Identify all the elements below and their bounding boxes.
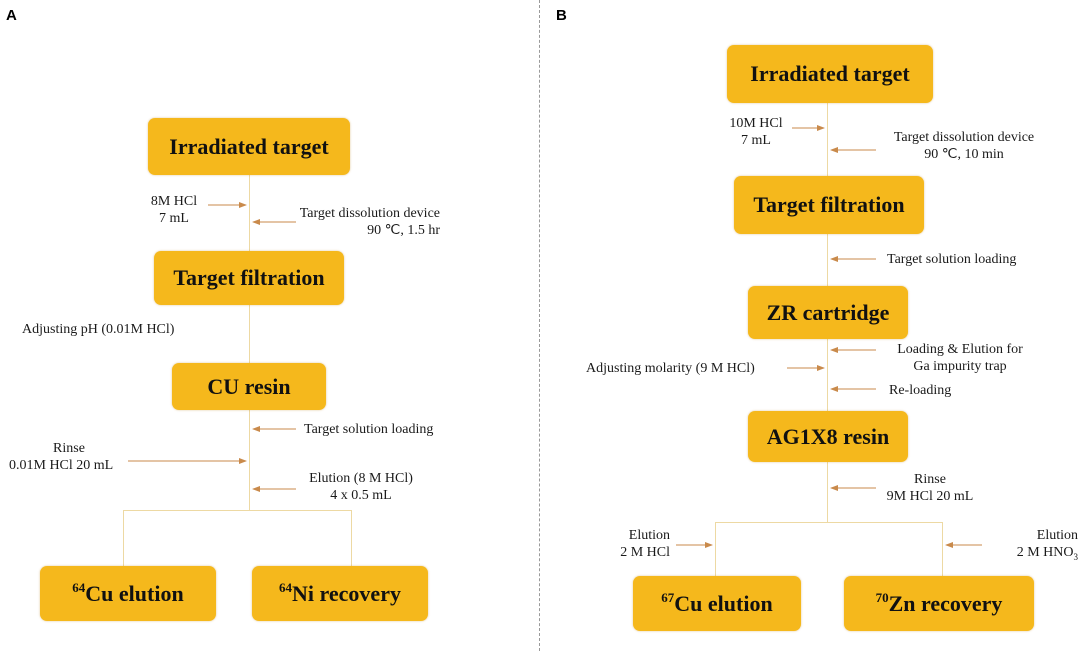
- b-loading-label: Target solution loading: [887, 252, 1017, 267]
- b-zn-recovery-box: 70Zn recovery: [844, 576, 1034, 631]
- b-branch-left: [715, 522, 716, 576]
- a-adjust-ph-label: Adjusting pH (0.01M HCl): [22, 322, 175, 337]
- panel-a-letter: A: [6, 7, 17, 24]
- b-branch-right: [942, 522, 943, 576]
- b-connector-1: [827, 103, 828, 176]
- b-ag-resin-box: AG1X8 resin: [748, 411, 908, 462]
- a-cu-resin-box: CU resin: [172, 363, 326, 410]
- a-ni-recovery-box: 64Ni recovery: [252, 566, 428, 621]
- b-connector-4: [827, 462, 828, 522]
- a-target-filtration-box: Target filtration: [154, 251, 344, 305]
- b-ag-resin-label: AG1X8 resin: [766, 423, 890, 449]
- a-hcl-label: 8M HCl 7 mL: [150, 194, 198, 226]
- a-cu-elution-box: 64Cu elution: [40, 566, 216, 621]
- a-irradiated-target-label: Irradiated target: [169, 133, 329, 159]
- b-cu-elution-label: 67Cu elution: [661, 590, 773, 616]
- b-target-filtration-label: Target filtration: [753, 192, 905, 217]
- a-dissolution-label: Target dissolution device 90 ℃, 1.5 hr: [299, 206, 440, 238]
- a-target-filtration-label: Target filtration: [173, 265, 325, 290]
- a-branch-bar: [123, 510, 352, 511]
- b-irradiated-target-box: Irradiated target: [727, 45, 933, 103]
- a-loading-label: Target solution loading: [304, 422, 434, 437]
- b-zr-cartridge-box: ZR cartridge: [748, 286, 908, 339]
- panel-divider: [539, 0, 540, 651]
- b-elution-left-label: Elution 2 M HCl: [620, 528, 670, 560]
- b-branch-bar: [715, 522, 943, 523]
- a-connector-2: [249, 305, 250, 363]
- b-rinse-label: Rinse 9M HCl 20 mL: [886, 472, 974, 504]
- a-branch-right: [351, 510, 352, 566]
- b-reloading-label: Re-loading: [889, 383, 952, 398]
- b-zn-recovery-label: 70Zn recovery: [875, 590, 1003, 616]
- b-molarity-label: Adjusting molarity (9 M HCl): [586, 361, 755, 376]
- a-elution-label: Elution (8 M HCl) 4 x 0.5 mL: [309, 471, 413, 503]
- b-ga-trap-label: Loading & Elution for Ga impurity trap: [897, 342, 1023, 374]
- a-ni-recovery-label: 64Ni recovery: [279, 580, 401, 606]
- a-rinse-label: Rinse 0.01M HCl 20 mL: [9, 441, 114, 473]
- a-cu-resin-label: CU resin: [207, 373, 291, 399]
- b-connector-2: [827, 234, 828, 286]
- b-irradiated-target-label: Irradiated target: [750, 61, 910, 86]
- b-connector-3: [827, 339, 828, 411]
- a-irradiated-target-box: Irradiated target: [148, 118, 350, 175]
- a-branch-left: [123, 510, 124, 566]
- a-connector-3: [249, 410, 250, 510]
- a-connector-1: [249, 175, 250, 251]
- b-zr-cartridge-label: ZR cartridge: [766, 299, 890, 325]
- a-cu-elution-label: 64Cu elution: [72, 580, 184, 606]
- b-elution-right-label: Elution 2 M HNO3: [1016, 528, 1078, 562]
- b-cu-elution-box: 67Cu elution: [633, 576, 801, 631]
- b-hcl-label: 10M HCl 7 mL: [729, 116, 783, 148]
- panel-b-letter: B: [556, 7, 567, 24]
- b-dissolution-label: Target dissolution device 90 ℃, 10 min: [893, 130, 1035, 162]
- b-target-filtration-box: Target filtration: [734, 176, 924, 234]
